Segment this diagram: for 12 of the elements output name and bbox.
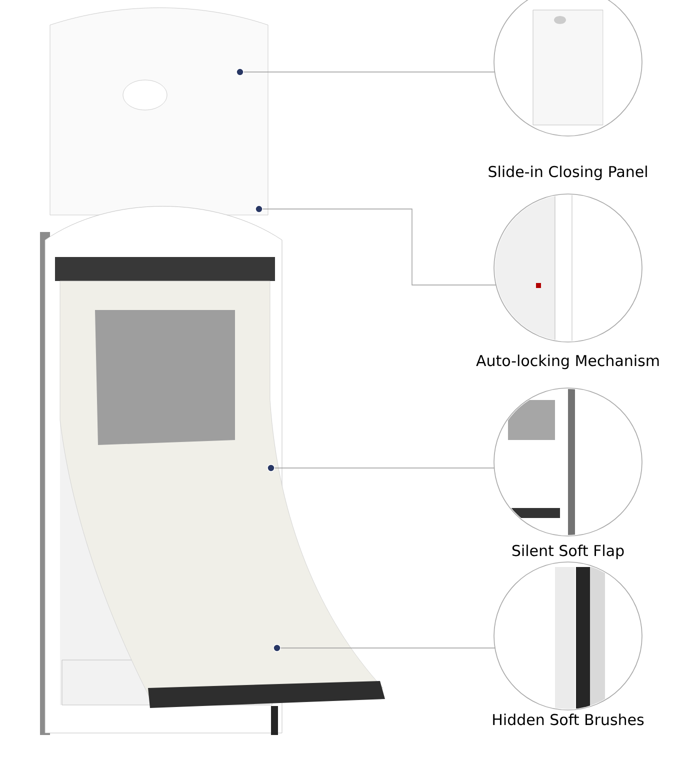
leader-line bbox=[255, 205, 496, 286]
callout-label: Slide-in Closing Panel bbox=[488, 166, 647, 180]
callout-label: Auto-locking Mechanism bbox=[476, 354, 659, 370]
callout-circle bbox=[494, 562, 642, 710]
callout-label: Hidden Soft Brushes bbox=[493, 714, 644, 726]
leader-line bbox=[236, 68, 496, 76]
callout-label: Silent Soft Flap bbox=[512, 544, 624, 560]
callout-circle bbox=[494, 388, 642, 536]
leader-line bbox=[273, 644, 496, 652]
callout-circle bbox=[494, 194, 642, 342]
leader-line bbox=[267, 464, 495, 472]
callout-circle bbox=[494, 0, 642, 136]
